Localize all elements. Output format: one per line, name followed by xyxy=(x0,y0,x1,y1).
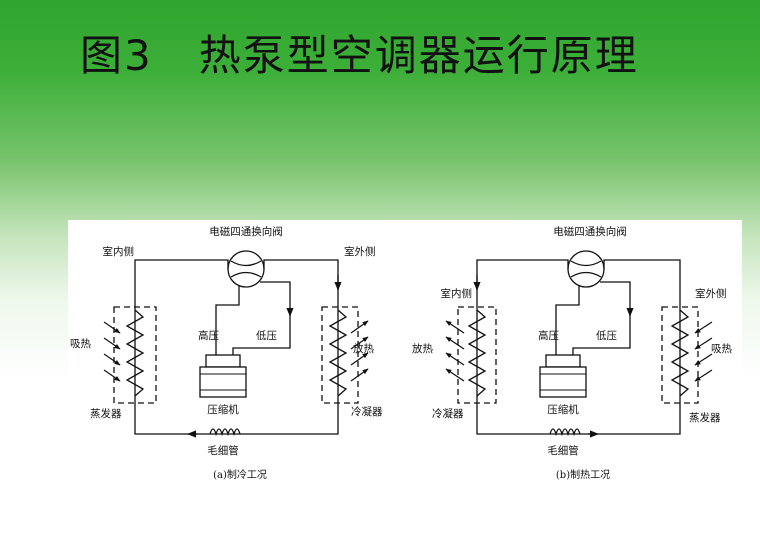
high-pressure-label-a: 高压 xyxy=(198,329,219,342)
pipe-loop-a xyxy=(134,259,339,435)
capillary-label-a: 毛细管 xyxy=(207,444,239,457)
pipe-loop-b xyxy=(476,259,681,435)
outdoor-coil-b xyxy=(670,309,690,397)
pipe-suction-a xyxy=(232,281,291,355)
right-coil-label-a: 冷凝器 xyxy=(351,405,383,418)
high-pressure-label-b: 高压 xyxy=(538,329,559,342)
left-heat-label-a: 吸热 xyxy=(70,337,91,350)
pipe-discharge-b xyxy=(555,286,580,355)
compressor-b xyxy=(539,354,587,398)
diagram-b: 电磁四通换向阀 xyxy=(412,225,732,481)
capillary-coil-a xyxy=(209,428,241,437)
slide-title: 图3 热泵型空调器运行原理 xyxy=(80,31,639,80)
right-heat-label-b: 吸热 xyxy=(711,342,732,355)
capillary-coil-b xyxy=(549,428,581,437)
compressor-label-a: 压缩机 xyxy=(207,403,239,416)
indoor-coil-box-a xyxy=(113,306,157,404)
right-heat-label-a: 放热 xyxy=(353,342,374,355)
indoor-side-label-a: 室内侧 xyxy=(103,245,135,258)
indoor-coil-b xyxy=(467,309,487,397)
outdoor-coil-a xyxy=(328,309,348,397)
pipe-suction-b xyxy=(572,281,631,355)
heat-arrows-right-a xyxy=(350,320,369,382)
left-coil-label-b: 冷凝器 xyxy=(432,407,464,420)
left-heat-label-b: 放热 xyxy=(412,342,433,355)
compressor-label-b: 压缩机 xyxy=(547,403,579,416)
capillary-label-b: 毛细管 xyxy=(547,444,579,457)
right-coil-label-b: 蒸发器 xyxy=(689,411,721,424)
outdoor-side-label-a: 室外侧 xyxy=(344,245,376,258)
outdoor-coil-box-a xyxy=(321,306,359,404)
low-pressure-label-a: 低压 xyxy=(256,329,277,342)
indoor-coil-a xyxy=(125,309,145,397)
reversing-valve-b xyxy=(567,250,605,288)
indoor-coil-box-b xyxy=(457,306,497,404)
valve-label-a: 电磁四通换向阀 xyxy=(209,225,283,238)
heat-arrows-left-b xyxy=(445,320,465,382)
compressor-a xyxy=(199,354,247,398)
low-pressure-label-b: 低压 xyxy=(596,329,617,342)
valve-label-b: 电磁四通换向阀 xyxy=(553,225,627,238)
outdoor-side-label-b: 室外侧 xyxy=(695,287,727,300)
heat-arrows-right-b xyxy=(694,321,713,382)
heat-arrows-left-a xyxy=(103,321,121,382)
caption-b: (b)制热工况 xyxy=(556,468,610,481)
indoor-side-label-b: 室内侧 xyxy=(441,287,473,300)
caption-a: (a)制冷工况 xyxy=(213,468,267,481)
figure-panel: 电磁四通换向阀 xyxy=(68,220,742,486)
left-coil-label-a: 蒸发器 xyxy=(90,407,122,420)
diagram-a: 电磁四通换向阀 xyxy=(70,225,383,481)
reversing-valve-a xyxy=(227,250,265,288)
outdoor-coil-box-b xyxy=(661,306,699,404)
pipe-discharge-a xyxy=(215,286,240,355)
